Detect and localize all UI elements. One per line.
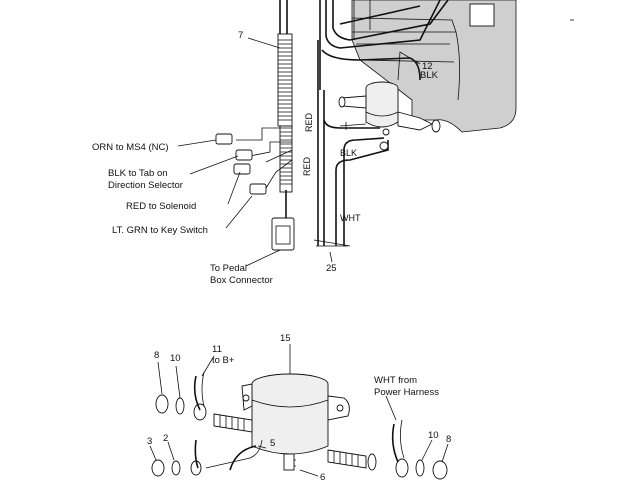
top-wiring-view: 7 12 BLK 25 RED RED BLK WHT ORN to MS4 (… <box>92 0 517 286</box>
solenoid-body <box>241 373 350 470</box>
callout-nut-left-8: 8 <box>154 350 159 361</box>
wire-label-red-upper: RED <box>304 112 314 132</box>
bottom-terminal-5 <box>229 445 295 471</box>
wire-label-red-lower: RED <box>302 156 312 176</box>
callout-solenoid-15: 15 <box>280 333 291 344</box>
right-stud-hardware <box>327 419 448 480</box>
callout-washer-left-10: 10 <box>170 353 181 364</box>
callout-to-b-plus: to B+ <box>212 355 235 366</box>
power-harness-label-line2: Power Harness <box>374 387 439 398</box>
connector-label-orn: ORN to MS4 (NC) <box>92 142 169 153</box>
top-leader-lines <box>177 37 421 267</box>
bottom-leader-lines <box>149 344 449 477</box>
callout-wire-11: 11 <box>212 344 222 355</box>
callout-nut-right-8: 8 <box>446 434 451 445</box>
connector-plugs <box>215 127 295 251</box>
pedal-box-label-line1: To Pedal <box>210 263 247 274</box>
main-harness-wires <box>313 40 389 247</box>
connector-label-blk-line1: BLK to Tab on <box>108 168 168 179</box>
upper-wire-bundle <box>279 0 449 90</box>
solenoid-exploded-view: 15 8 10 11 to B+ 3 2 5 6 10 8 WHT from P… <box>147 333 451 480</box>
callout-solenoid-wire-num: 12 <box>422 61 433 72</box>
callout-small-3: 3 <box>147 436 152 447</box>
wire-label-wht: WHT <box>340 213 361 223</box>
connector-label-ltgrn: LT. GRN to Key Switch <box>112 225 208 236</box>
callout-small-2: 2 <box>163 433 168 444</box>
connector-label-red: RED to Solenoid <box>126 201 196 212</box>
connector-label-blk-line2: Direction Selector <box>108 180 183 191</box>
callout-bottom-6: 6 <box>320 472 325 480</box>
callout-solenoid-wire-color: BLK <box>420 70 439 81</box>
callout-harness-25: 25 <box>326 263 337 274</box>
callout-conduit-7: 7 <box>238 30 243 41</box>
power-harness-label-line1: WHT from <box>374 375 417 386</box>
callout-terminal-5: 5 <box>270 438 275 449</box>
wire-label-blk: BLK <box>340 148 357 158</box>
solenoid-top <box>338 81 441 151</box>
conduit-7 <box>277 33 293 193</box>
pedal-box-label-line2: Box Connector <box>210 275 273 286</box>
callout-washer-right-10: 10 <box>428 430 439 441</box>
controller-housing <box>351 0 517 133</box>
